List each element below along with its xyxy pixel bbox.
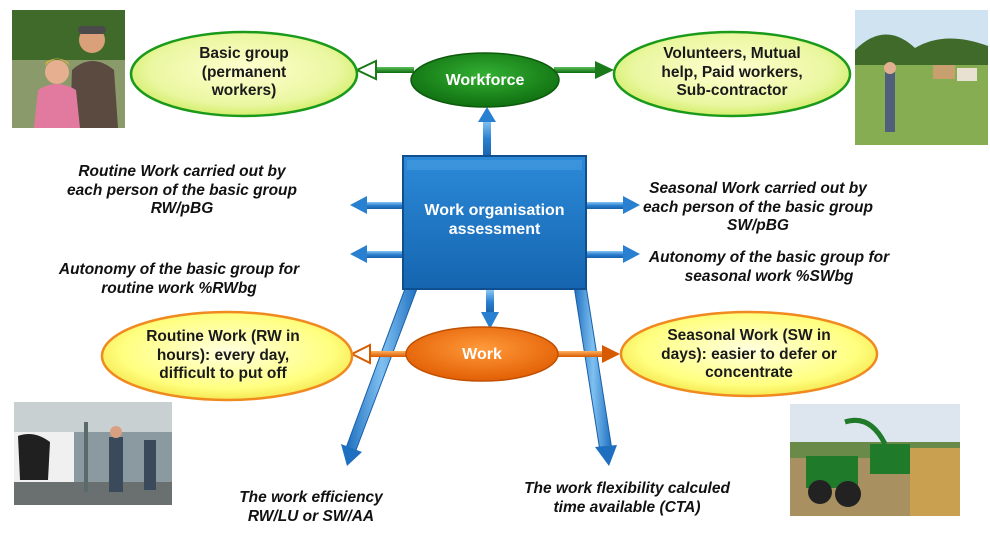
arrow-right-upper bbox=[586, 196, 640, 214]
routine-work-label: Routine Work (RW in hours): every day, d… bbox=[146, 328, 300, 383]
autonomy-routine-indicator: Autonomy of the basic group for routine … bbox=[58, 261, 300, 297]
volunteers-label: Volunteers, Mutual help, Paid workers, S… bbox=[661, 45, 803, 100]
workforce-label: Workforce bbox=[445, 72, 525, 89]
farmers-photo bbox=[12, 10, 125, 128]
seasonal-work-label: Seasonal Work (SW in days): easier to de… bbox=[661, 327, 837, 382]
autonomy-seasonal-indicator: Autonomy of the basic group for seasonal… bbox=[648, 249, 890, 285]
leg-left bbox=[341, 285, 419, 466]
leg-right bbox=[573, 285, 617, 466]
arrow-up-workforce bbox=[478, 107, 496, 158]
seasonal-work-ellipse bbox=[619, 310, 879, 398]
efficiency-indicator: The work efficiency RW/LU or SW/AA bbox=[239, 489, 383, 525]
milking-parlour-photo bbox=[14, 402, 172, 505]
basic-group-label: Basic group (permanent workers) bbox=[199, 45, 289, 100]
volunteers-ellipse bbox=[612, 30, 852, 118]
basic-group-ellipse bbox=[129, 30, 359, 118]
arrow-down-work bbox=[481, 290, 499, 329]
work-label: Work bbox=[462, 346, 502, 363]
assessment-box bbox=[402, 155, 587, 290]
assessment-label: Work organisation assessment bbox=[424, 202, 565, 239]
flexibility-indicator: The work flexibility calculed time avail… bbox=[524, 480, 730, 516]
harvest-photo bbox=[790, 404, 960, 516]
arrow-workforce-right bbox=[554, 61, 614, 79]
routine-work-ellipse bbox=[100, 310, 354, 402]
work-ellipse bbox=[405, 326, 559, 382]
arrow-work-right bbox=[556, 345, 620, 363]
workforce-ellipse bbox=[410, 52, 560, 108]
seasonal-pbg-indicator: Seasonal Work carried out by each person… bbox=[643, 180, 873, 235]
arrow-work-left bbox=[349, 343, 410, 365]
routine-pbg-indicator: Routine Work carried out by each person … bbox=[67, 163, 297, 218]
cattle-field-photo bbox=[855, 10, 988, 145]
arrow-left-upper bbox=[350, 196, 405, 214]
arrow-left-lower bbox=[350, 245, 405, 263]
arrow-right-lower bbox=[586, 245, 640, 263]
arrow-workforce-left bbox=[354, 59, 414, 81]
